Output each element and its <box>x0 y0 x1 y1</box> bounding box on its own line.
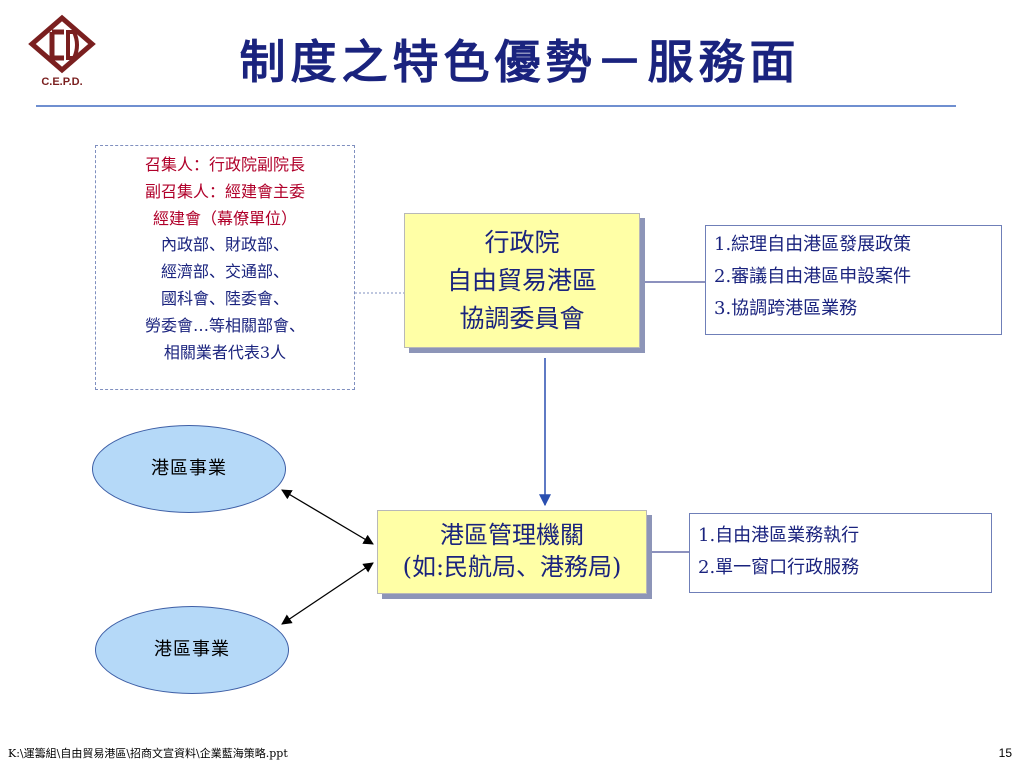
coordination-committee-box: 行政院 自由貿易港區 協調委員會 <box>404 213 640 348</box>
port-authority-box: 港區管理機關 (如:民航局、港務局) <box>377 510 647 594</box>
members-line: 內政部、財政部、 <box>160 235 289 255</box>
port-enterprise-ellipse-top: 港區事業 <box>92 425 286 513</box>
page-title: 制度之特色優勢－服務面 <box>239 35 801 89</box>
main-box-line: 自由貿易港區 <box>446 266 597 295</box>
cepd-logo-icon <box>28 14 96 74</box>
authority-tasks-box: 1.自由港區業務執行 2.單一窗口行政服務 <box>689 513 992 593</box>
members-line-deputy: 副召集人：經建會主委 <box>144 181 305 201</box>
members-line: 相關業者代表3人 <box>163 342 287 362</box>
committee-task: 1.綜理自由港區發展政策 <box>714 234 912 255</box>
committee-members-box: 召集人：行政院副院長 副召集人：經建會主委 經建會（幕僚單位） 內政部、財政部、… <box>95 145 355 390</box>
title-divider <box>36 105 956 107</box>
enterprise-2-arrow <box>281 562 374 625</box>
file-path-footer: K:\運籌組\自由貿易港區\招商文宣資料\企業藍海策略.ppt <box>8 747 288 760</box>
committee-task: 3.協調跨港區業務 <box>714 298 858 319</box>
committee-task: 2.審議自由港區申設案件 <box>714 266 912 287</box>
main-box-line: 協調委員會 <box>459 304 585 333</box>
members-line: 國科會、陸委會、 <box>160 288 289 308</box>
port-enterprise-ellipse-bottom: 港區事業 <box>95 606 289 694</box>
members-line: 經濟部、交通部、 <box>160 262 289 282</box>
logo-text: C.E.P.D. <box>41 76 83 88</box>
main-box-line: 行政院 <box>484 228 560 257</box>
sub-box-line: 港區管理機關 <box>440 521 584 549</box>
members-line-convener: 召集人：行政院副院長 <box>144 155 305 174</box>
page-number: 15 <box>998 746 1012 760</box>
enterprise-1-arrow <box>281 489 374 545</box>
members-line-staff: 經建會（幕僚單位） <box>152 208 297 228</box>
authority-task: 1.自由港區業務執行 <box>698 525 860 546</box>
committee-tasks-box: 1.綜理自由港區發展政策 2.審議自由港區申設案件 3.協調跨港區業務 <box>705 225 1002 335</box>
members-line: 勞委會…等相關部會、 <box>144 315 305 335</box>
sub-box-line: (如:民航局、港務局) <box>402 553 622 581</box>
authority-task: 2.單一窗口行政服務 <box>698 557 860 578</box>
cepd-logo: C.E.P.D. <box>22 14 102 94</box>
